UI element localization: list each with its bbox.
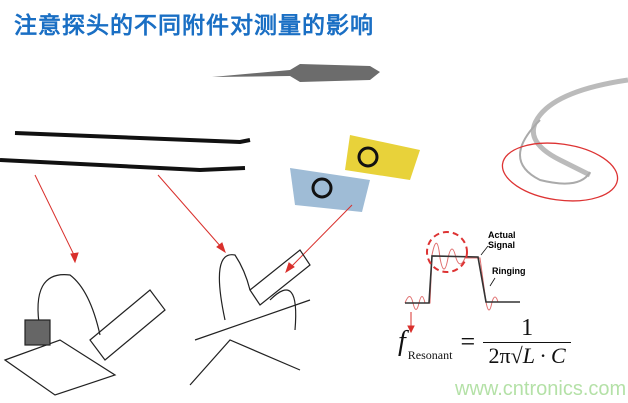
denominator-radicand: L · C	[522, 342, 566, 368]
watermark: www.cntronics.com	[455, 378, 627, 400]
red-arrows	[34, 174, 415, 334]
ringing-label: Ringing	[492, 266, 526, 276]
probe-lead-wires	[0, 131, 251, 173]
formula-fraction: 1 2π√L · C	[483, 315, 572, 368]
probe-line-drawing-left	[3, 274, 166, 396]
formula-equals: =	[460, 326, 476, 356]
fraction-bar	[483, 342, 572, 343]
formula-numerator: 1	[521, 315, 534, 341]
hook-clip-image	[212, 64, 380, 82]
waveform-diagram	[404, 231, 520, 311]
actual-label-line1: Actual	[488, 230, 516, 240]
actual-signal-label: Actual Signal	[488, 230, 516, 250]
resonant-frequency-formula: f Resonant = 1 2π√L · C	[398, 315, 572, 368]
grabber-clips-image	[290, 135, 420, 212]
probe-ground-lead-image	[501, 77, 628, 202]
probe-line-drawing-right	[189, 249, 311, 386]
slide-title: 注意探头的不同附件对测量的影响	[14, 13, 374, 39]
actual-label-line2: Signal	[488, 240, 516, 250]
formula-subscript: Resonant	[407, 348, 453, 362]
formula-denominator: 2π√L · C	[488, 342, 566, 368]
denominator-prefix: 2π	[488, 343, 511, 368]
formula-symbol: f	[398, 325, 406, 357]
